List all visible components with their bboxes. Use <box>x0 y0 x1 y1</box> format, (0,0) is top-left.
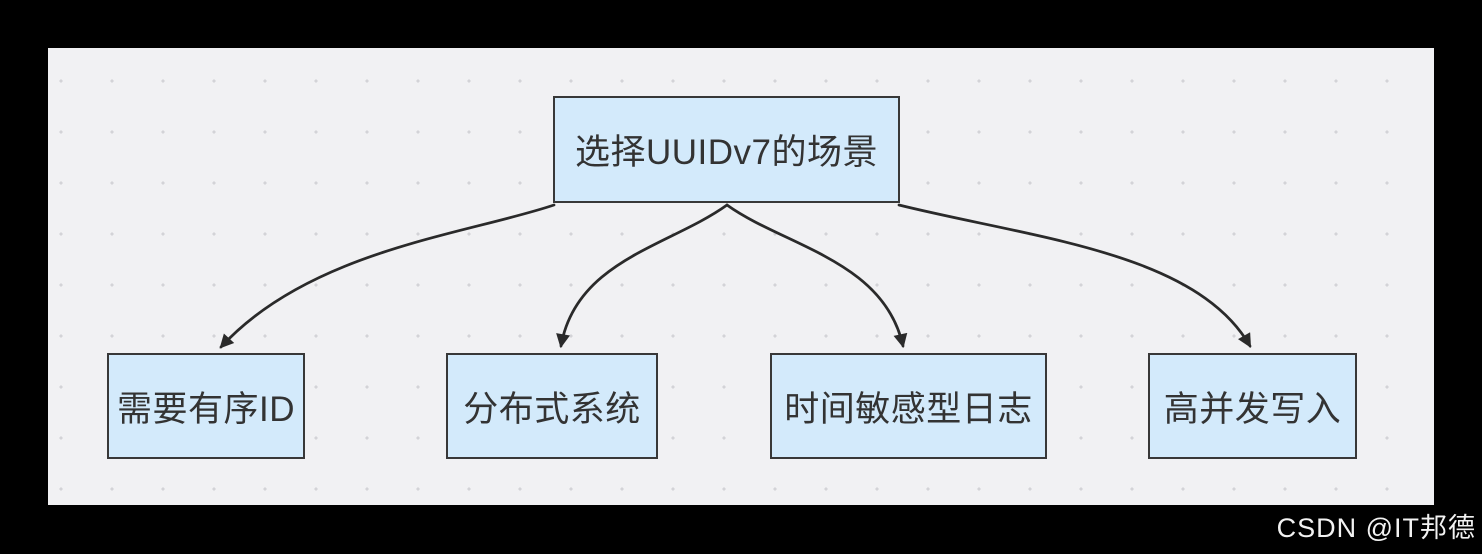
watermark: CSDN @IT邦德 <box>1276 513 1476 543</box>
node-label: 需要有序ID <box>116 389 295 429</box>
node-time-sensitive-logs: 时间敏感型日志 <box>770 353 1047 459</box>
node-label: 选择UUIDv7的场景 <box>574 133 879 172</box>
node-label: 时间敏感型日志 <box>784 389 1033 429</box>
node-need-ordered-id: 需要有序ID <box>107 353 305 459</box>
node-root-uuidv7-scenarios: 选择UUIDv7的场景 <box>553 96 900 203</box>
node-label: 高并发写入 <box>1163 389 1342 429</box>
node-label: 分布式系统 <box>463 389 641 429</box>
node-distributed-system: 分布式系统 <box>446 353 658 459</box>
node-high-concurrency-writes: 高并发写入 <box>1148 353 1357 459</box>
